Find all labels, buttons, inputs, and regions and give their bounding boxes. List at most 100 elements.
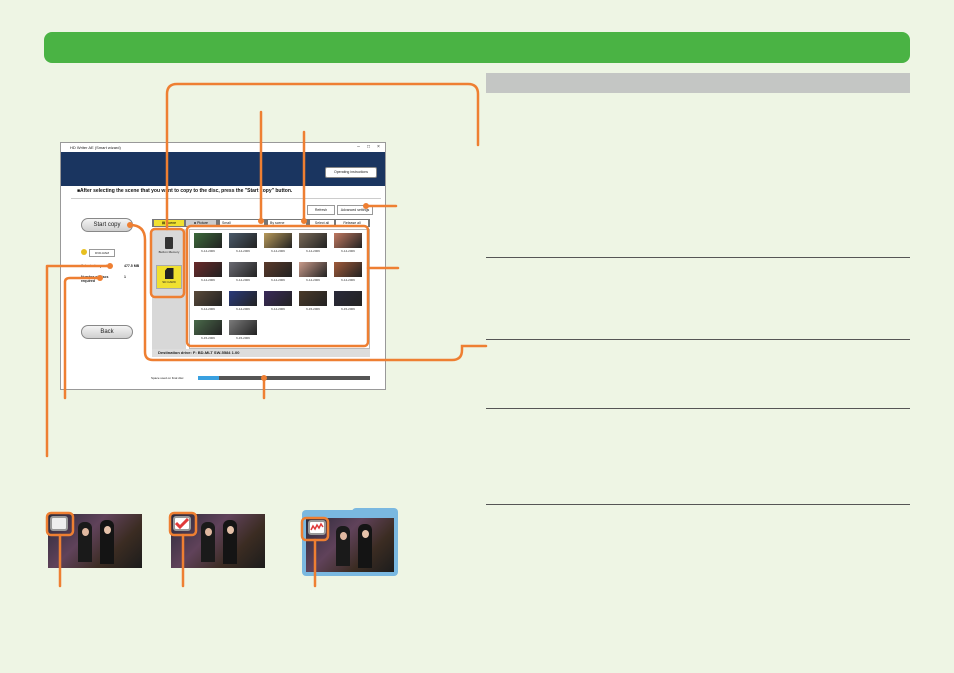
operating-instructions-button[interactable]: Operating instructions	[325, 167, 377, 178]
scene-thumbnail[interactable]: 6-14-2009	[194, 291, 222, 315]
divider	[486, 339, 910, 340]
window-header: Operating instructions	[61, 152, 385, 186]
scene-thumbnail[interactable]: 6-15-2009	[334, 291, 362, 315]
sd-card-item[interactable]: SD CARD	[156, 265, 182, 289]
select-all-button[interactable]: Select all	[310, 220, 334, 226]
media-panel: Built-in Memory SD CARD	[152, 229, 186, 349]
divider	[71, 198, 381, 199]
scene-thumbnail[interactable]: 6-14-2009	[229, 262, 257, 286]
thumbnail-image	[264, 233, 292, 248]
thumbnail-image	[299, 291, 327, 306]
thumbnail-date: 6-14-2009	[271, 249, 285, 253]
disc-type-badge: DVD-RAM	[89, 249, 115, 257]
app-window: HD Writer AE (Smart wizard) – □ × Operat…	[60, 142, 386, 390]
advanced-settings-button[interactable]: Advanced settings	[337, 205, 373, 215]
divider	[486, 257, 910, 258]
scene-thumbnail[interactable]: 6-14-2009	[229, 233, 257, 257]
view-toolbar: ▤ Scene ◘ Picture Small By scene Select …	[152, 219, 370, 227]
scene-thumbnail[interactable]: 6-15-2009	[229, 320, 257, 344]
thumbnail-date: 6-14-2009	[306, 278, 320, 282]
thumbnail-image	[334, 233, 362, 248]
thumbnail-image	[334, 262, 362, 277]
disc-icon	[81, 249, 87, 255]
scene-thumbnail[interactable]: 6-14-2009	[264, 291, 292, 315]
thumbnail-image	[194, 233, 222, 248]
window-title: HD Writer AE (Smart wizard)	[70, 145, 121, 150]
checkbox-empty-icon	[50, 516, 68, 531]
release-all-button[interactable]: Release all	[336, 220, 368, 226]
thumbnail-date: 6-15-2009	[341, 307, 355, 311]
thumbnail-image	[229, 233, 257, 248]
builtin-memory-label: Built-in Memory	[158, 250, 180, 254]
thumbnail-image	[299, 262, 327, 277]
thumbnail-image	[264, 262, 292, 277]
thumbnail-image	[229, 291, 257, 306]
thumbnail-grid: 6-14-2009 6-14-2009 6-14-2009 6-14-2009 6-14…	[189, 229, 370, 349]
thumbnail-date: 6-14-2009	[236, 307, 250, 311]
builtin-memory-item[interactable]: Built-in Memory	[156, 235, 182, 259]
scene-thumbnail[interactable]: 6-14-2009	[264, 233, 292, 257]
scene-thumbnail[interactable]: 6-14-2009	[194, 233, 222, 257]
thumbnail-image	[194, 262, 222, 277]
thumbnail-date: 6-14-2009	[341, 249, 355, 253]
thumbnail-date: 6-14-2009	[201, 249, 215, 253]
start-copy-button[interactable]: Start copy	[81, 218, 133, 232]
tab-scene-label: Scene	[166, 221, 177, 225]
tab-scene[interactable]: ▤ Scene	[154, 220, 184, 226]
thumbnail-date: 6-14-2009	[236, 278, 250, 282]
thumbnail-date: 6-15-2009	[201, 336, 215, 340]
thumbnail-date: 6-14-2009	[201, 307, 215, 311]
thumbnail-image	[264, 291, 292, 306]
tab-picture[interactable]: ◘ Picture	[186, 220, 216, 226]
thumbnail-date: 6-15-2009	[306, 307, 320, 311]
scene-thumbnail[interactable]: 6-14-2009	[194, 262, 222, 286]
camera-icon: ◘	[193, 221, 197, 225]
scene-thumbnail[interactable]: 6-14-2009	[299, 262, 327, 286]
scene-thumbnail[interactable]: 6-15-2009	[194, 320, 222, 344]
thumbnail-image	[194, 291, 222, 306]
thumbnail-date: 6-15-2009	[236, 336, 250, 340]
section-header-bar	[486, 73, 910, 93]
scene-photo-partial	[306, 518, 394, 572]
thumbnail-image	[194, 320, 222, 335]
page-header-bar	[44, 32, 910, 63]
film-icon: ▤	[161, 221, 166, 225]
selected-capacity-label: Selected capacity	[81, 264, 111, 268]
checkbox-checked-icon	[173, 516, 191, 531]
thumbnail-image	[299, 233, 327, 248]
thumbnail-image	[229, 320, 257, 335]
maximize-icon[interactable]: □	[366, 144, 371, 150]
scene-thumbnail[interactable]: 6-14-2009	[334, 233, 362, 257]
scene-thumbnail[interactable]: 6-14-2009	[264, 262, 292, 286]
checkbox-partial-icon	[308, 520, 326, 535]
scene-thumbnail[interactable]: 6-15-2009	[299, 291, 327, 315]
discs-required-value: 1	[124, 275, 126, 279]
thumbnail-image	[229, 262, 257, 277]
selected-capacity-value: 477.5 MB	[124, 264, 140, 268]
sort-select[interactable]: By scene	[268, 220, 306, 226]
scene-photo-unselected	[48, 514, 142, 568]
scene-folder	[302, 510, 398, 576]
scene-thumbnail[interactable]: 6-14-2009	[334, 262, 362, 286]
scene-thumbnail[interactable]: 6-14-2009	[229, 291, 257, 315]
divider	[486, 408, 910, 409]
thumbnail-date: 6-14-2009	[306, 249, 320, 253]
window-titlebar: HD Writer AE (Smart wizard) – □ ×	[61, 143, 385, 152]
size-select[interactable]: Small	[220, 220, 264, 226]
thumbnail-date: 6-14-2009	[341, 278, 355, 282]
divider	[486, 504, 910, 505]
thumbnail-date: 6-14-2009	[236, 249, 250, 253]
minimize-icon[interactable]: –	[357, 144, 360, 150]
thumbnail-image	[334, 291, 362, 306]
space-used-label: Space used on final disc	[151, 376, 184, 380]
thumbnail-date: 6-14-2009	[271, 307, 285, 311]
space-used-bar	[198, 376, 370, 380]
thumbnail-date: 6-14-2009	[201, 278, 215, 282]
sd-card-label: SD CARD	[162, 280, 176, 284]
scene-thumbnail[interactable]: 6-14-2009	[299, 233, 327, 257]
close-icon[interactable]: ×	[377, 144, 380, 150]
refresh-button[interactable]: Refresh	[307, 205, 335, 215]
back-button[interactable]: Back	[81, 325, 133, 339]
scene-photo-selected	[171, 514, 265, 568]
destination-drive: Destination drive: F: BD-MLT SW-5584 1.0…	[152, 349, 370, 357]
